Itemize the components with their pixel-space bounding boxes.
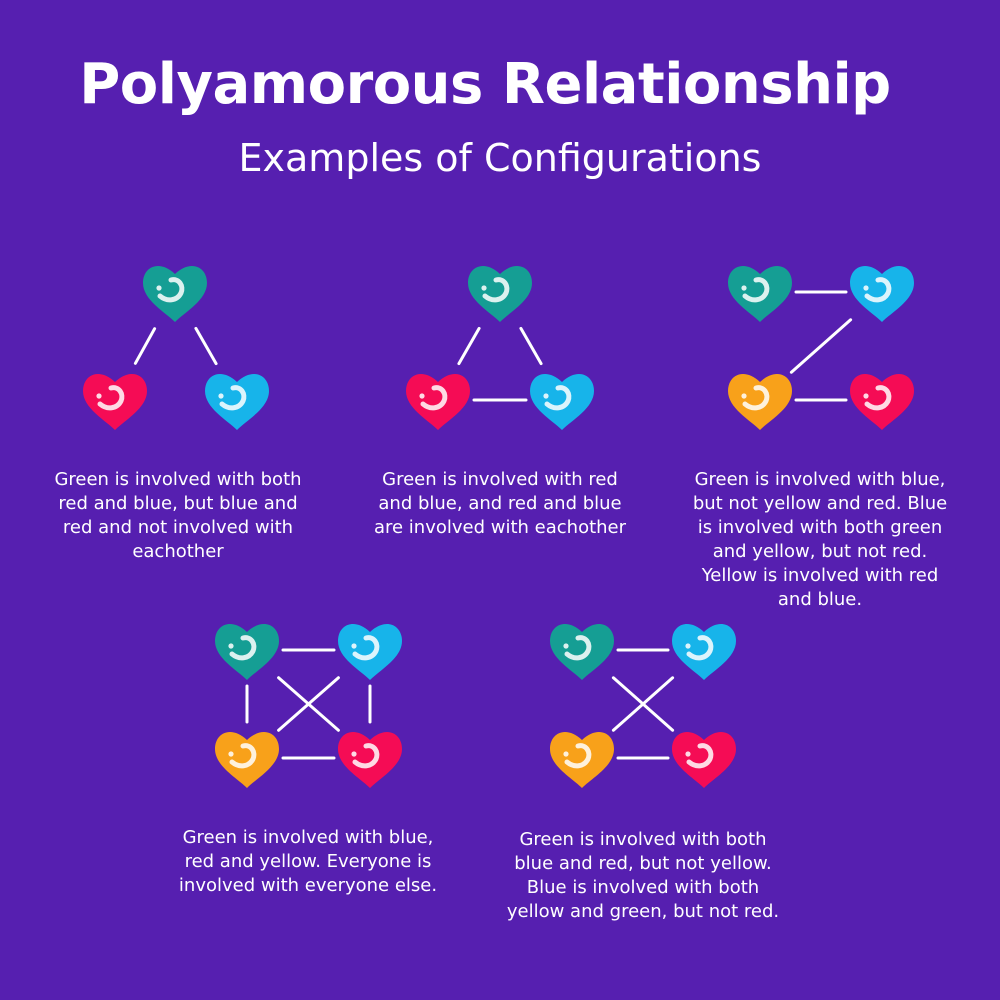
connection-green-blue <box>194 326 218 366</box>
yellow-heart-icon <box>215 732 279 788</box>
connection-green-blue <box>519 326 543 366</box>
caption-config-3: Green is involved with blue,but not yell… <box>692 469 948 610</box>
connection-green-red <box>457 326 481 366</box>
connection-blue-yellow <box>611 676 675 732</box>
blue-heart-icon <box>672 624 736 680</box>
blue-heart-icon <box>338 624 402 680</box>
yellow-heart-icon <box>728 374 792 430</box>
green-heart-icon <box>215 624 279 680</box>
red-heart-icon <box>672 732 736 788</box>
connection-green-red <box>133 327 157 365</box>
red-heart-icon <box>338 732 402 788</box>
red-heart-icon <box>850 374 914 430</box>
green-heart-icon <box>143 266 207 322</box>
page-title: Polyamorous Relationship <box>79 52 891 117</box>
caption-config-4: Green is involved with blue,red and yell… <box>178 827 438 896</box>
blue-heart-icon <box>850 266 914 322</box>
red-heart-icon <box>83 374 147 430</box>
connection-lines <box>133 290 853 760</box>
connection-blue-yellow <box>277 676 340 732</box>
page-subtitle: Examples of Configurations <box>238 136 762 180</box>
yellow-heart-icon <box>550 732 614 788</box>
red-heart-icon <box>406 374 470 430</box>
green-heart-icon <box>728 266 792 322</box>
green-heart-icon <box>468 266 532 322</box>
blue-heart-icon <box>530 374 594 430</box>
green-heart-icon <box>550 624 614 680</box>
connection-blue-yellow <box>789 318 853 374</box>
blue-heart-icon <box>205 374 269 430</box>
